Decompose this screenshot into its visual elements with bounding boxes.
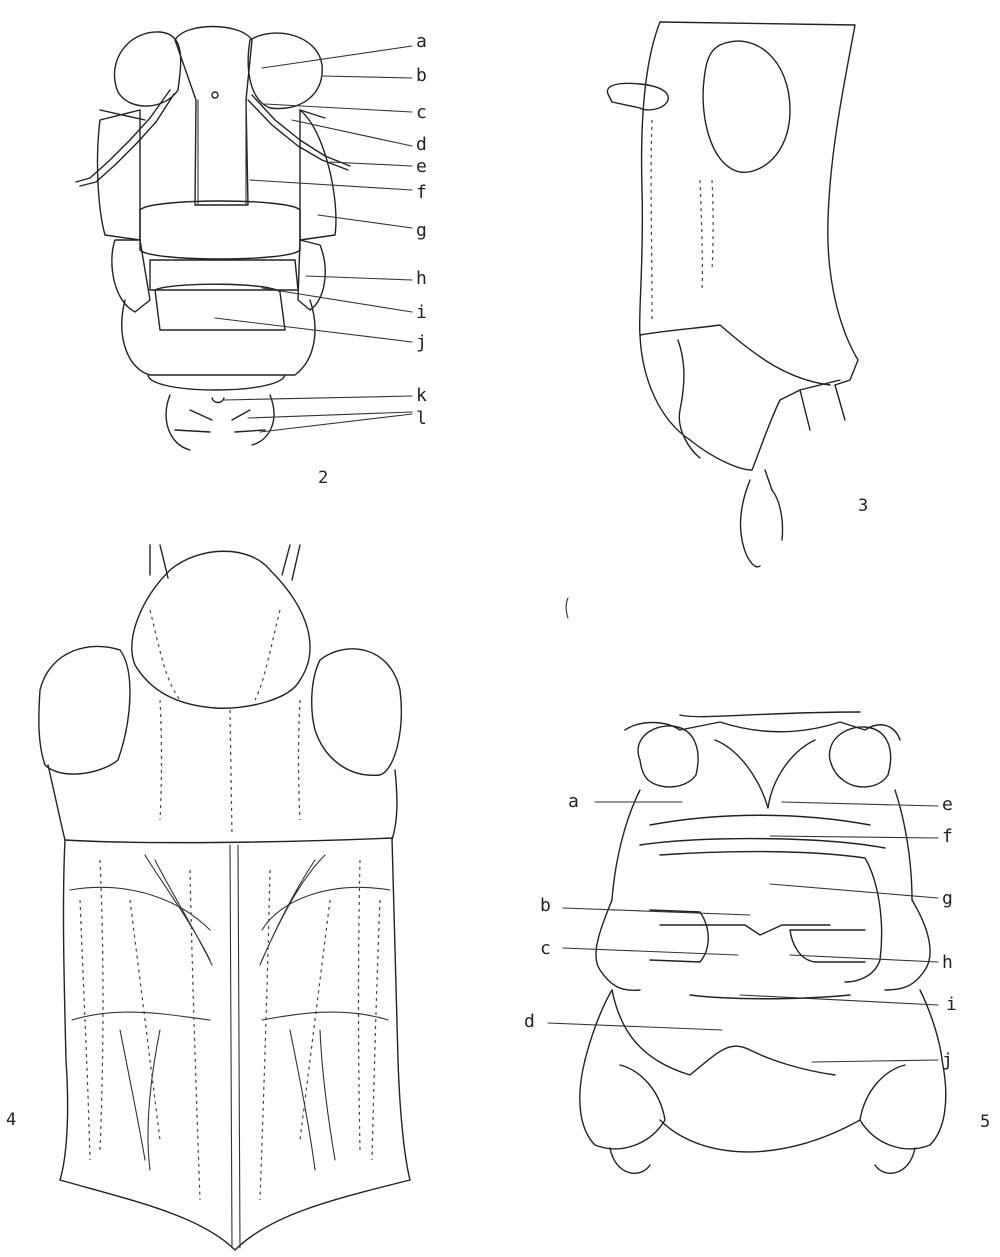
fig2-label-h: h	[416, 270, 427, 288]
fig2-label-l: l	[416, 410, 427, 428]
fig2-label-f: f	[416, 184, 427, 202]
fig5-label-b: b	[540, 897, 551, 915]
figure-5-drawing	[548, 712, 946, 1173]
fig2-label-g: g	[416, 222, 427, 240]
fig5-label-d: d	[524, 1013, 535, 1031]
figure-4-number: 4	[6, 1110, 16, 1130]
fig5-label-f: f	[942, 828, 953, 846]
figure-3-number: 3	[858, 496, 868, 516]
figure-2-drawing	[76, 27, 412, 451]
figure-4-drawing	[39, 545, 410, 1250]
fig5-label-j: j	[942, 1052, 953, 1070]
figure-3-drawing	[607, 22, 858, 567]
fig2-label-k: k	[416, 387, 427, 405]
figure-5-number: 5	[980, 1112, 990, 1132]
fig5-label-h: h	[942, 954, 953, 972]
stray-mark	[566, 598, 568, 618]
fig2-label-i: i	[416, 304, 427, 322]
fig5-label-e: e	[942, 796, 953, 814]
fig5-label-c: c	[540, 940, 551, 958]
fig5-label-g: g	[942, 890, 953, 908]
fig2-label-a: a	[416, 33, 427, 51]
fig2-label-e: e	[416, 158, 427, 176]
fig5-label-i: i	[946, 996, 957, 1014]
fig2-label-d: d	[416, 136, 427, 154]
fig2-label-b: b	[416, 67, 427, 85]
figure-2-number: 2	[318, 468, 328, 488]
fig5-label-a: a	[568, 793, 579, 811]
fig2-label-c: c	[416, 104, 427, 122]
fig2-label-j: j	[416, 334, 427, 352]
